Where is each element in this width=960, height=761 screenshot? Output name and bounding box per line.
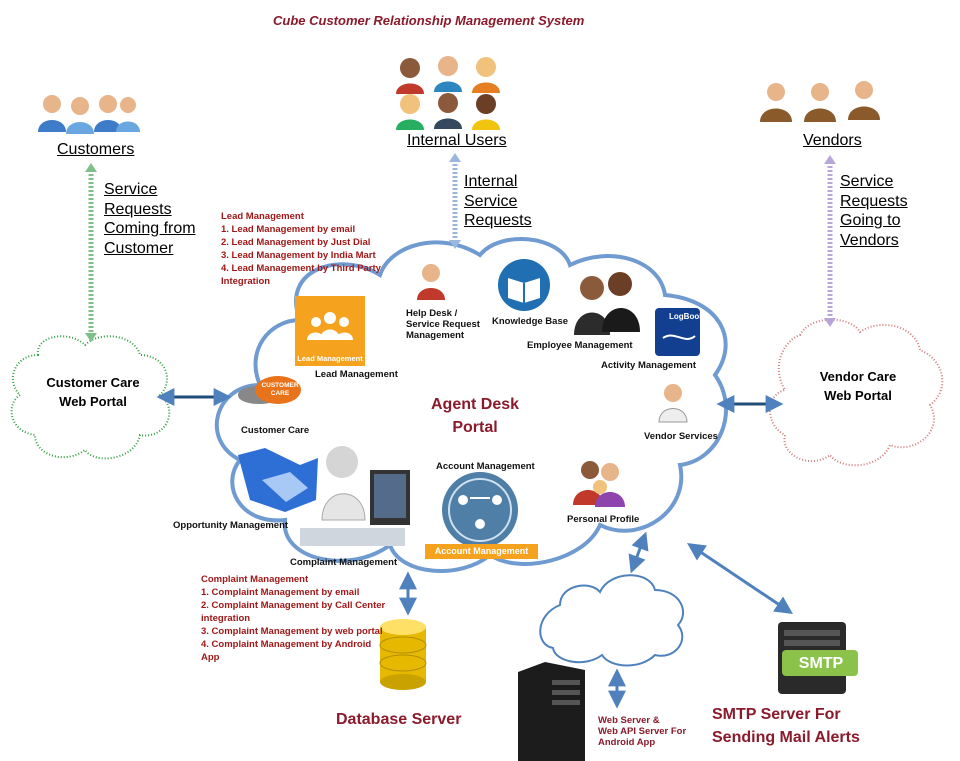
complaint-note-line: App bbox=[201, 652, 220, 663]
customer-care-logo-text: CUSTOMER CARE bbox=[260, 382, 300, 398]
internal-request-label: Internal Service Requests bbox=[464, 172, 532, 231]
complaint-note-line: 3. Complaint Management by web portal bbox=[201, 626, 383, 637]
opportunity-icon bbox=[238, 448, 318, 512]
customer-request-line: Customer bbox=[104, 239, 174, 257]
internal-request-line: Service bbox=[464, 192, 518, 210]
web-server-line: Android App bbox=[598, 737, 656, 748]
help-desk-label: Help Desk / Service Request Management bbox=[406, 308, 480, 341]
customer-care-logo-line: CUSTOMER bbox=[261, 382, 299, 389]
help-desk-line: Management bbox=[406, 330, 465, 341]
complaint-notes: Complaint Management 1. Complaint Manage… bbox=[201, 573, 385, 664]
smtp-link bbox=[687, 542, 793, 615]
personal-profile-icon bbox=[573, 461, 625, 507]
customer-portal-cloud bbox=[10, 335, 171, 460]
personal-profile-label: Personal Profile bbox=[567, 514, 640, 525]
customer-care-portal[interactable]: Customer Care Web Portal bbox=[33, 373, 153, 411]
complaint-management-icon bbox=[300, 446, 410, 546]
lead-note-line: Integration bbox=[221, 276, 271, 287]
customers-icon bbox=[38, 95, 140, 134]
web-server-line: Web Server & bbox=[598, 715, 660, 726]
help-desk-icon bbox=[417, 264, 445, 300]
agent-desk-portal[interactable]: Agent Desk Portal bbox=[420, 393, 530, 439]
vendor-services-label: Vendor Services bbox=[644, 431, 718, 442]
vendor-request-arrow bbox=[824, 155, 836, 327]
complaint-note-line: 4. Complaint Management by Android bbox=[201, 639, 372, 650]
vendors-label: Vendors bbox=[803, 132, 862, 149]
internal-request-arrow bbox=[449, 153, 461, 249]
customer-request-arrow bbox=[85, 163, 97, 342]
lead-note-line: 2. Lead Management by Just Dial bbox=[221, 237, 371, 248]
customer-care-logo-line: CARE bbox=[270, 390, 290, 397]
smtp-logo-text: SMTP bbox=[798, 655, 844, 672]
customer-request-line: Requests bbox=[104, 200, 172, 218]
lead-note-line: Lead Management bbox=[221, 211, 304, 222]
complaint-note-line: 2. Complaint Management by Call Center bbox=[201, 600, 386, 611]
diagram-title: Cube Customer Relationship Management Sy… bbox=[273, 13, 585, 28]
customer-request-line: Service bbox=[104, 181, 158, 198]
logbook-icon bbox=[655, 308, 700, 356]
web-server-cloud bbox=[539, 574, 684, 667]
help-desk-line: Service Request bbox=[406, 319, 480, 330]
customers-label: Customers bbox=[57, 141, 135, 158]
lead-management-label: Lead Management bbox=[315, 369, 398, 380]
account-management-box-text: Account Management bbox=[425, 544, 538, 559]
knowledge-base-icon bbox=[498, 259, 550, 311]
database-icon bbox=[379, 619, 427, 690]
vendor-request-line: Service bbox=[840, 173, 894, 190]
vendor-request-line: Going to bbox=[840, 212, 901, 229]
vendor-portal-line: Vendor Care bbox=[819, 369, 897, 384]
complaint-note-line: Complaint Management bbox=[201, 574, 309, 585]
smtp-icon bbox=[778, 622, 858, 694]
customer-care-label: Customer Care bbox=[241, 425, 310, 436]
lead-management-box-text: Lead Management bbox=[295, 352, 365, 366]
activity-management-label: Activity Management bbox=[601, 360, 697, 371]
help-desk-line: Help Desk / bbox=[406, 308, 458, 319]
customer-care-icon bbox=[238, 376, 301, 404]
smtp-line: Sending Mail Alerts bbox=[712, 729, 860, 746]
vendor-request-line: Vendors bbox=[840, 231, 899, 249]
employee-management-label: Employee Management bbox=[527, 340, 633, 351]
lead-note-line: 1. Lead Management by email bbox=[221, 224, 356, 235]
logbook-text: LogBook bbox=[669, 312, 704, 321]
lead-notes: Lead Management 1. Lead Management by em… bbox=[221, 210, 381, 288]
complaint-note-line: 1. Complaint Management by email bbox=[201, 587, 360, 598]
internal-users-icon bbox=[396, 56, 500, 130]
knowledge-base-label: Knowledge Base bbox=[492, 316, 569, 327]
internal-request-line: Requests bbox=[464, 212, 532, 229]
lead-note-line: 4. Lead Management by Third Party bbox=[221, 263, 381, 274]
customer-request-line: Coming from bbox=[104, 220, 196, 237]
customer-request-label: Service Requests Coming from Customer bbox=[104, 180, 196, 258]
database-server-label: Database Server bbox=[336, 711, 462, 728]
web-cloud-link bbox=[628, 531, 649, 574]
web-server-icon bbox=[518, 662, 585, 761]
lead-note-line: 3. Lead Management by India Mart bbox=[221, 250, 376, 261]
opportunity-management-label: Opportunity Management bbox=[173, 520, 289, 531]
vendors-icon bbox=[760, 81, 880, 122]
vendor-portal-line: Web Portal bbox=[824, 388, 892, 403]
web-server-label: Web Server & Web API Server For Android … bbox=[598, 715, 686, 748]
agent-portal-line: Agent Desk bbox=[430, 396, 520, 413]
smtp-line: SMTP Server For bbox=[712, 706, 841, 723]
customer-portal-line: Customer Care bbox=[46, 375, 140, 390]
agent-portal-line: Portal bbox=[452, 419, 498, 436]
account-management-label: Account Management bbox=[436, 461, 535, 472]
vendor-services-icon bbox=[658, 384, 688, 423]
account-management-icon bbox=[442, 472, 518, 548]
employee-management-icon bbox=[574, 272, 640, 335]
smtp-server-label: SMTP Server For Sending Mail Alerts bbox=[712, 703, 860, 749]
web-server-line: Web API Server For bbox=[598, 726, 687, 737]
complaint-management-label: Complaint Management bbox=[290, 557, 398, 568]
internal-request-line: Internal bbox=[464, 173, 518, 190]
vendor-request-label: Service Requests Going to Vendors bbox=[840, 172, 908, 250]
internal-users-label: Internal Users bbox=[407, 132, 507, 149]
vendor-care-portal[interactable]: Vendor Care Web Portal bbox=[798, 367, 918, 405]
complaint-note-line: integration bbox=[201, 613, 251, 624]
vendor-request-line: Requests bbox=[840, 192, 908, 210]
customer-portal-line: Web Portal bbox=[59, 394, 127, 409]
